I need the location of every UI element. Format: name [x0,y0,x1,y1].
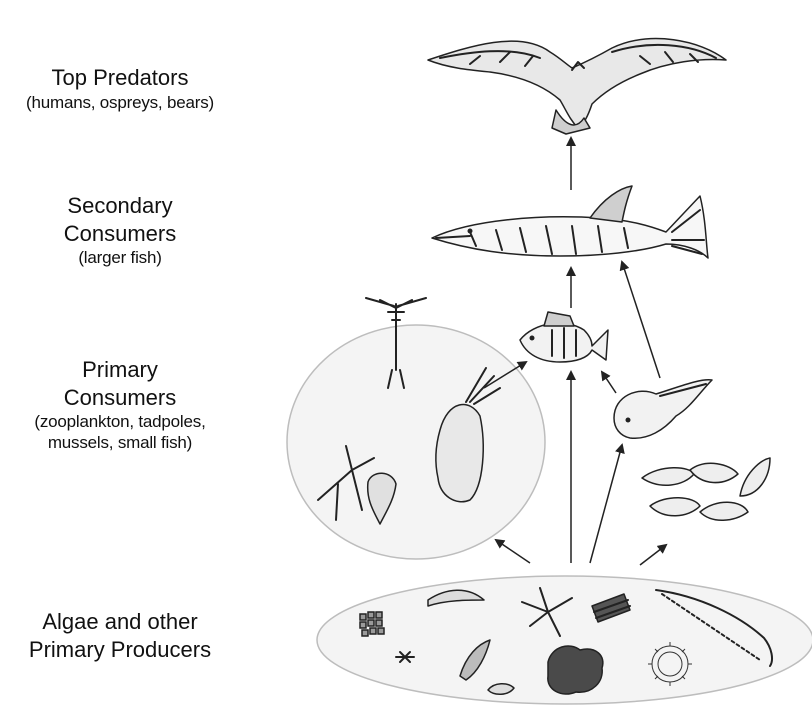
zooplankton-ellipse [287,325,545,559]
arrow-producers-to-mussels [640,545,666,565]
tadpole-illustration [614,380,712,439]
small-fish-illustration [520,312,608,362]
arrow-tadpole-to-smallfish [602,372,616,393]
arrow-producers-to-tadpole [590,445,622,563]
osprey-illustration [428,39,726,134]
diatom-colony [360,612,384,636]
mussels-illustration [642,458,770,520]
dark-colony [548,646,603,694]
pike-illustration [432,186,708,258]
arrow-tadpole-to-pike [622,262,660,378]
arrow-producers-to-zooplankton [496,540,530,563]
